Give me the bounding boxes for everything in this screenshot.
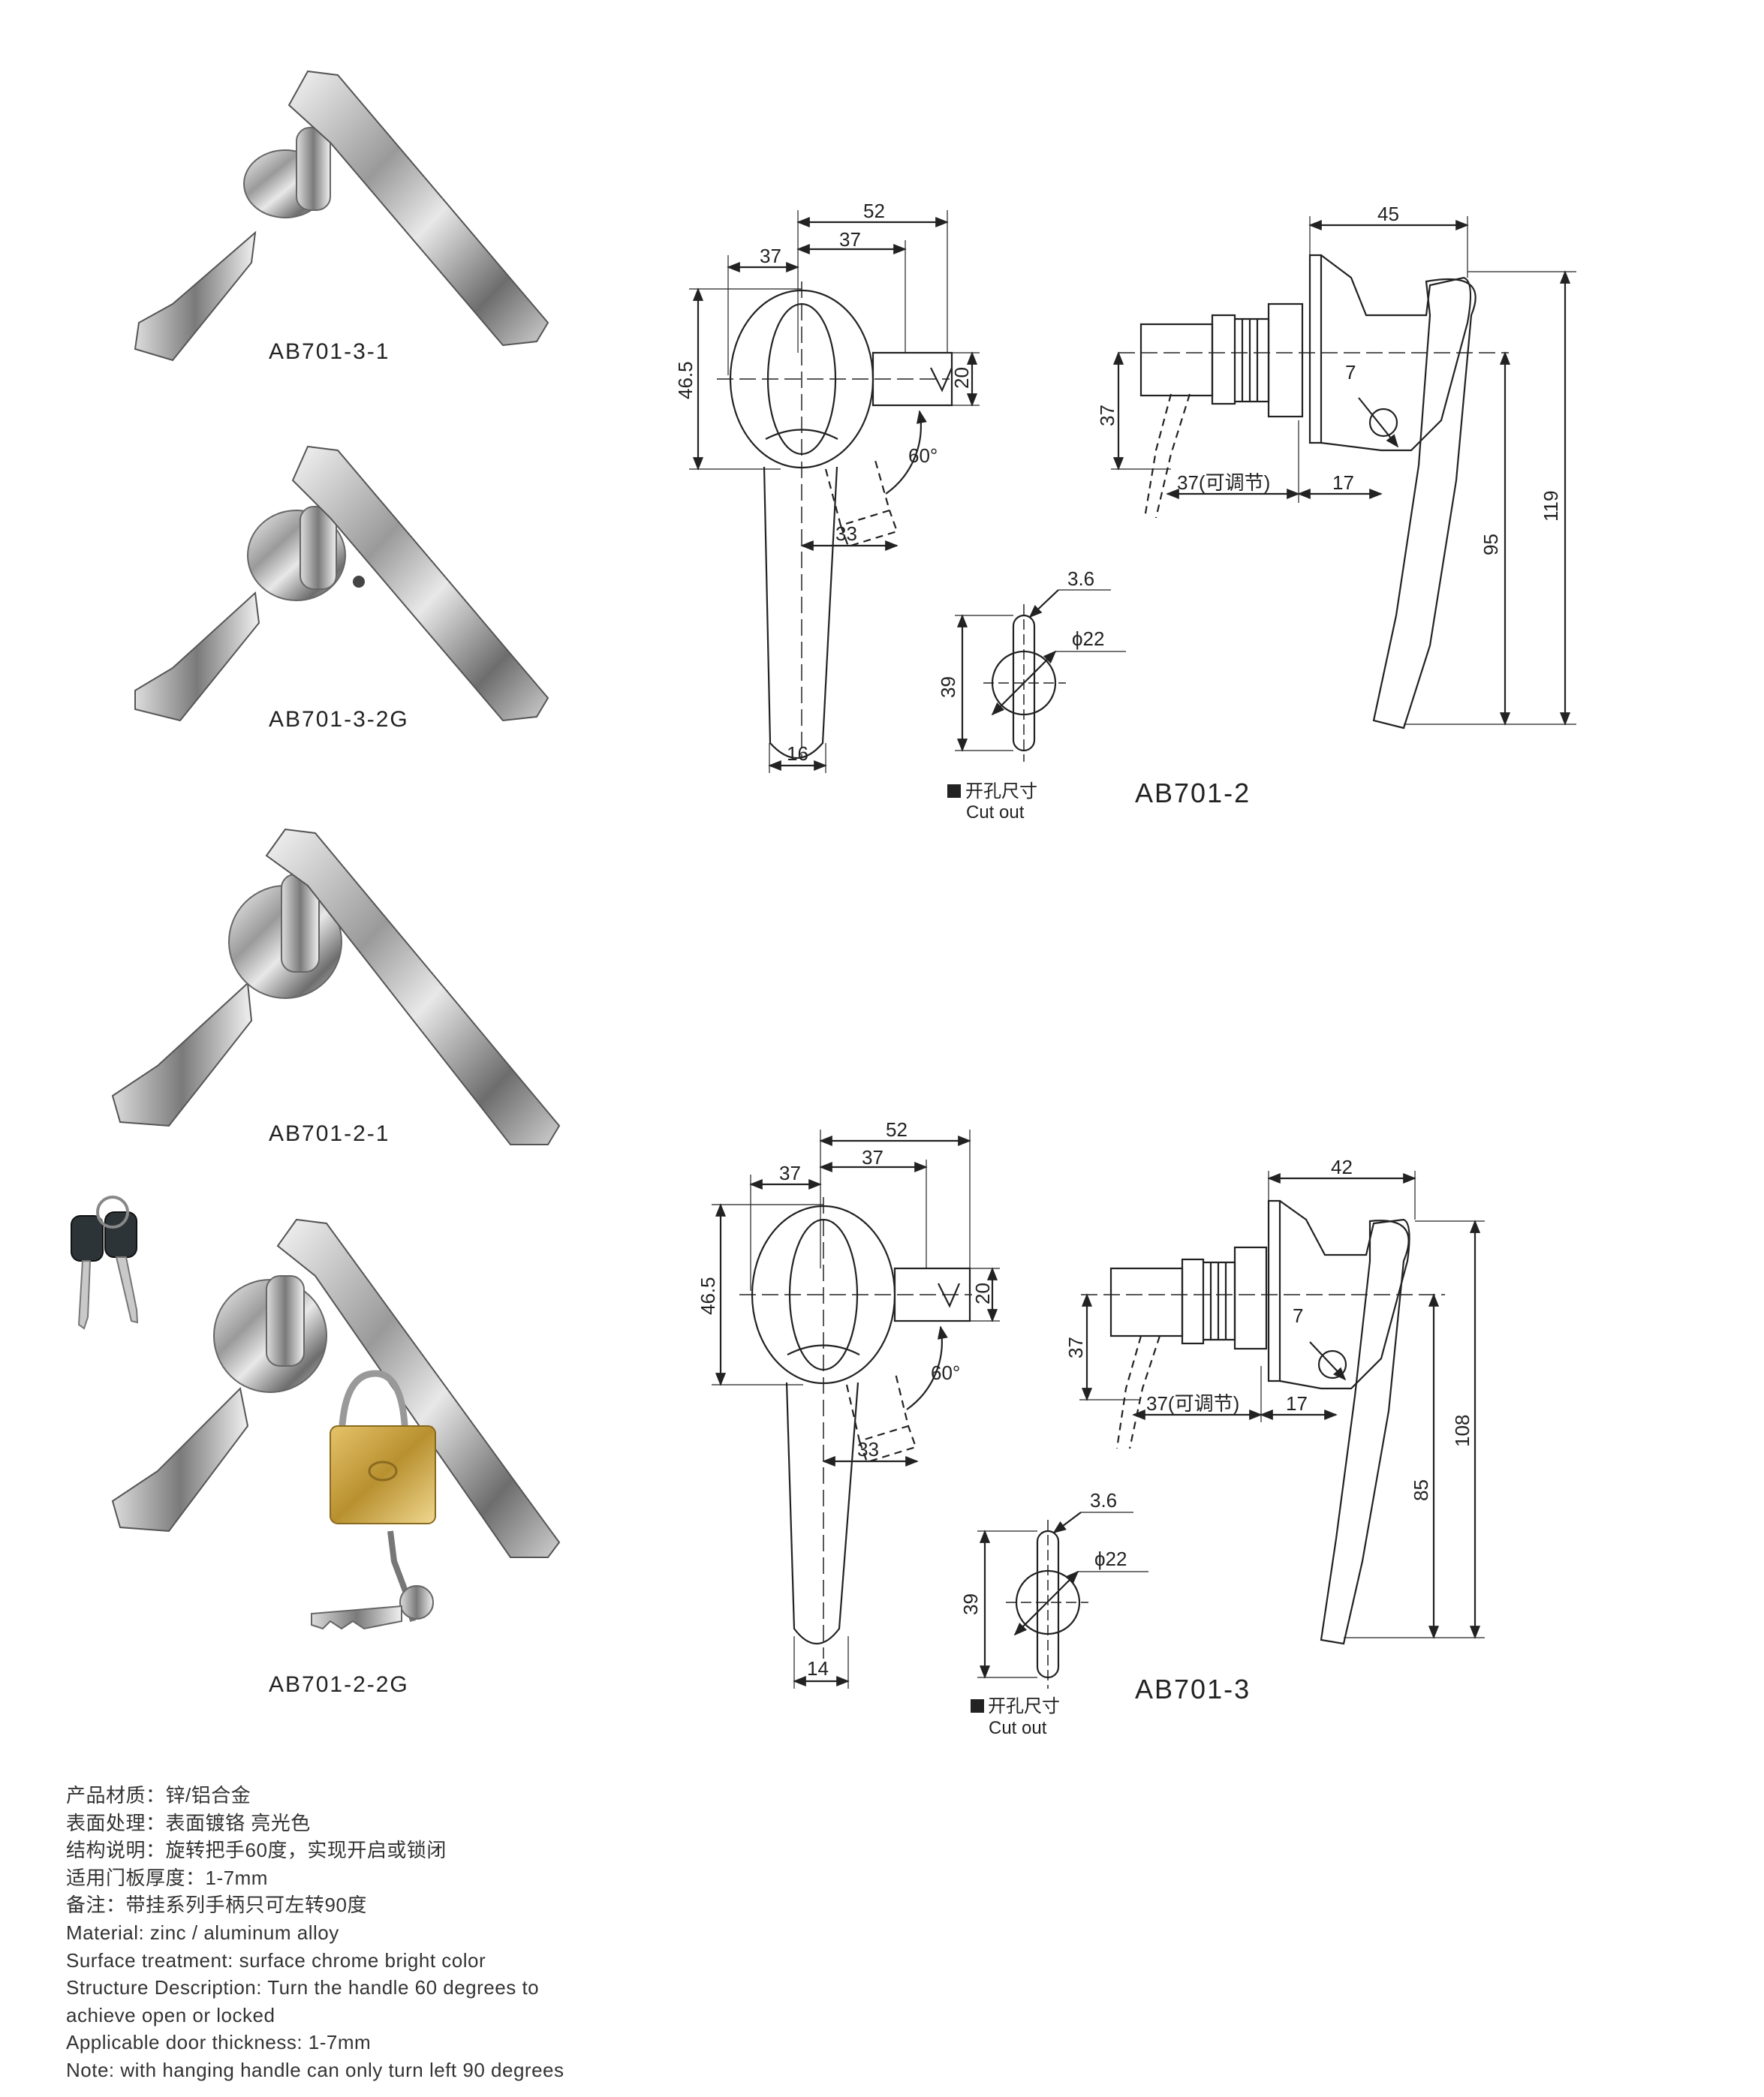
dim-h-total: 108 (1451, 1415, 1474, 1447)
product-code-label: AB701-2-1 (269, 1121, 390, 1146)
keys-icon (71, 1196, 139, 1330)
dim-cut-h: 39 (959, 1593, 982, 1615)
dim-adjust: 37(可调节) (1146, 1392, 1239, 1415)
spec-line: Surface treatment: surface chrome bright… (66, 1948, 486, 1972)
dim-adjust: 37(可调节) (1177, 471, 1270, 494)
product-specifications: 产品材质：锌/铝合金 表面处理：表面镀铬 亮光色 结构说明：旋转把手60度，实现… (66, 1782, 564, 2084)
dim-w-right: 37 (839, 228, 861, 251)
dim-h-inner: 95 (1480, 534, 1502, 555)
dim-height: 46.5 (697, 1277, 719, 1315)
dim-dia: ϕ22 (1072, 627, 1104, 650)
dim-slot: 3.6 (1090, 1489, 1117, 1512)
dim-hole: 7 (1345, 361, 1356, 384)
spec-line: 结构说明：旋转把手60度，实现开启或锁闭 (66, 1839, 447, 1862)
drawing-ab701-2 (689, 210, 1576, 798)
dim-bottom-w: 16 (787, 742, 808, 765)
dim-thread-h: 37 (1096, 405, 1118, 426)
dim-cut-h: 39 (937, 676, 959, 698)
drawing-model-title: AB701-2 (1135, 778, 1251, 808)
spec-line: 产品材质：锌/铝合金 (66, 1784, 251, 1807)
spec-line: Applicable door thickness: 1-7mm (66, 2031, 372, 2054)
cutout-label-en: Cut out (989, 1718, 1047, 1738)
dim-tongue: 20 (950, 367, 973, 389)
dim-thread-h: 37 (1064, 1337, 1087, 1358)
dim-hole: 7 (1293, 1304, 1303, 1327)
dims-ab701-3: 52 37 37 46.5 20 60° 33 14 42 37 7 37(可调… (697, 1118, 1474, 1738)
dim-angle: 60° (931, 1361, 960, 1384)
dim-offset: 33 (857, 1438, 879, 1461)
spec-line: 备注：带挂系列手柄只可左转90度 (66, 1894, 367, 1917)
dim-slot: 3.6 (1067, 567, 1094, 590)
spec-line: achieve open or locked (66, 2003, 275, 2026)
dim-dia: ϕ22 (1094, 1548, 1127, 1570)
dim-tongue: 20 (971, 1283, 994, 1304)
dim-w-total: 52 (886, 1118, 908, 1141)
dim-w-total: 52 (863, 200, 885, 222)
cutout-label-cn: 开孔尺寸 (988, 1696, 1060, 1716)
dim-h-total: 119 (1540, 491, 1562, 522)
dim-w-left: 37 (779, 1162, 801, 1184)
dim-w-right: 37 (862, 1146, 884, 1169)
dim-height: 46.5 (674, 361, 697, 399)
dim-gap: 17 (1286, 1392, 1308, 1415)
dim-offset: 33 (835, 522, 857, 545)
product-handle-ab701-3-1 (134, 70, 549, 362)
drawing-model-title: AB701-3 (1135, 1674, 1251, 1704)
product-code-label: AB701-2-2G (269, 1672, 409, 1697)
dim-w-left: 37 (760, 245, 781, 267)
spec-line: 表面处理：表面镀铬 亮光色 (66, 1811, 311, 1834)
dim-depth: 45 (1377, 203, 1399, 225)
dim-angle: 60° (908, 444, 938, 467)
spec-line: Material: zinc / aluminum alloy (66, 1921, 339, 1944)
dim-h-inner: 85 (1410, 1479, 1432, 1501)
dim-gap: 17 (1332, 471, 1354, 494)
cutout-label-cn: 开孔尺寸 (965, 781, 1037, 802)
product-code-label: AB701-3-1 (269, 339, 390, 364)
spec-line: Structure Description: Turn the handle 6… (66, 1976, 540, 1999)
product-code-label: AB701-3-2G (269, 707, 409, 732)
product-handle-ab701-2-1 (111, 828, 561, 1145)
dim-depth: 42 (1331, 1156, 1353, 1178)
dim-bottom-w: 14 (807, 1657, 829, 1680)
cutout-label-en: Cut out (966, 802, 1025, 823)
product-handle-ab701-3-2g (134, 445, 549, 722)
drawing-ab701-3 (712, 1130, 1485, 1713)
spec-line: 适用门板厚度：1-7mm (66, 1866, 268, 1889)
product-handle-ab701-2-2g (111, 1218, 561, 1630)
spec-line: Note: with hanging handle can only turn … (66, 2058, 564, 2081)
dims-ab701-2: 52 37 37 46.5 20 60° 33 16 45 37 7 37(可调… (674, 200, 1562, 823)
